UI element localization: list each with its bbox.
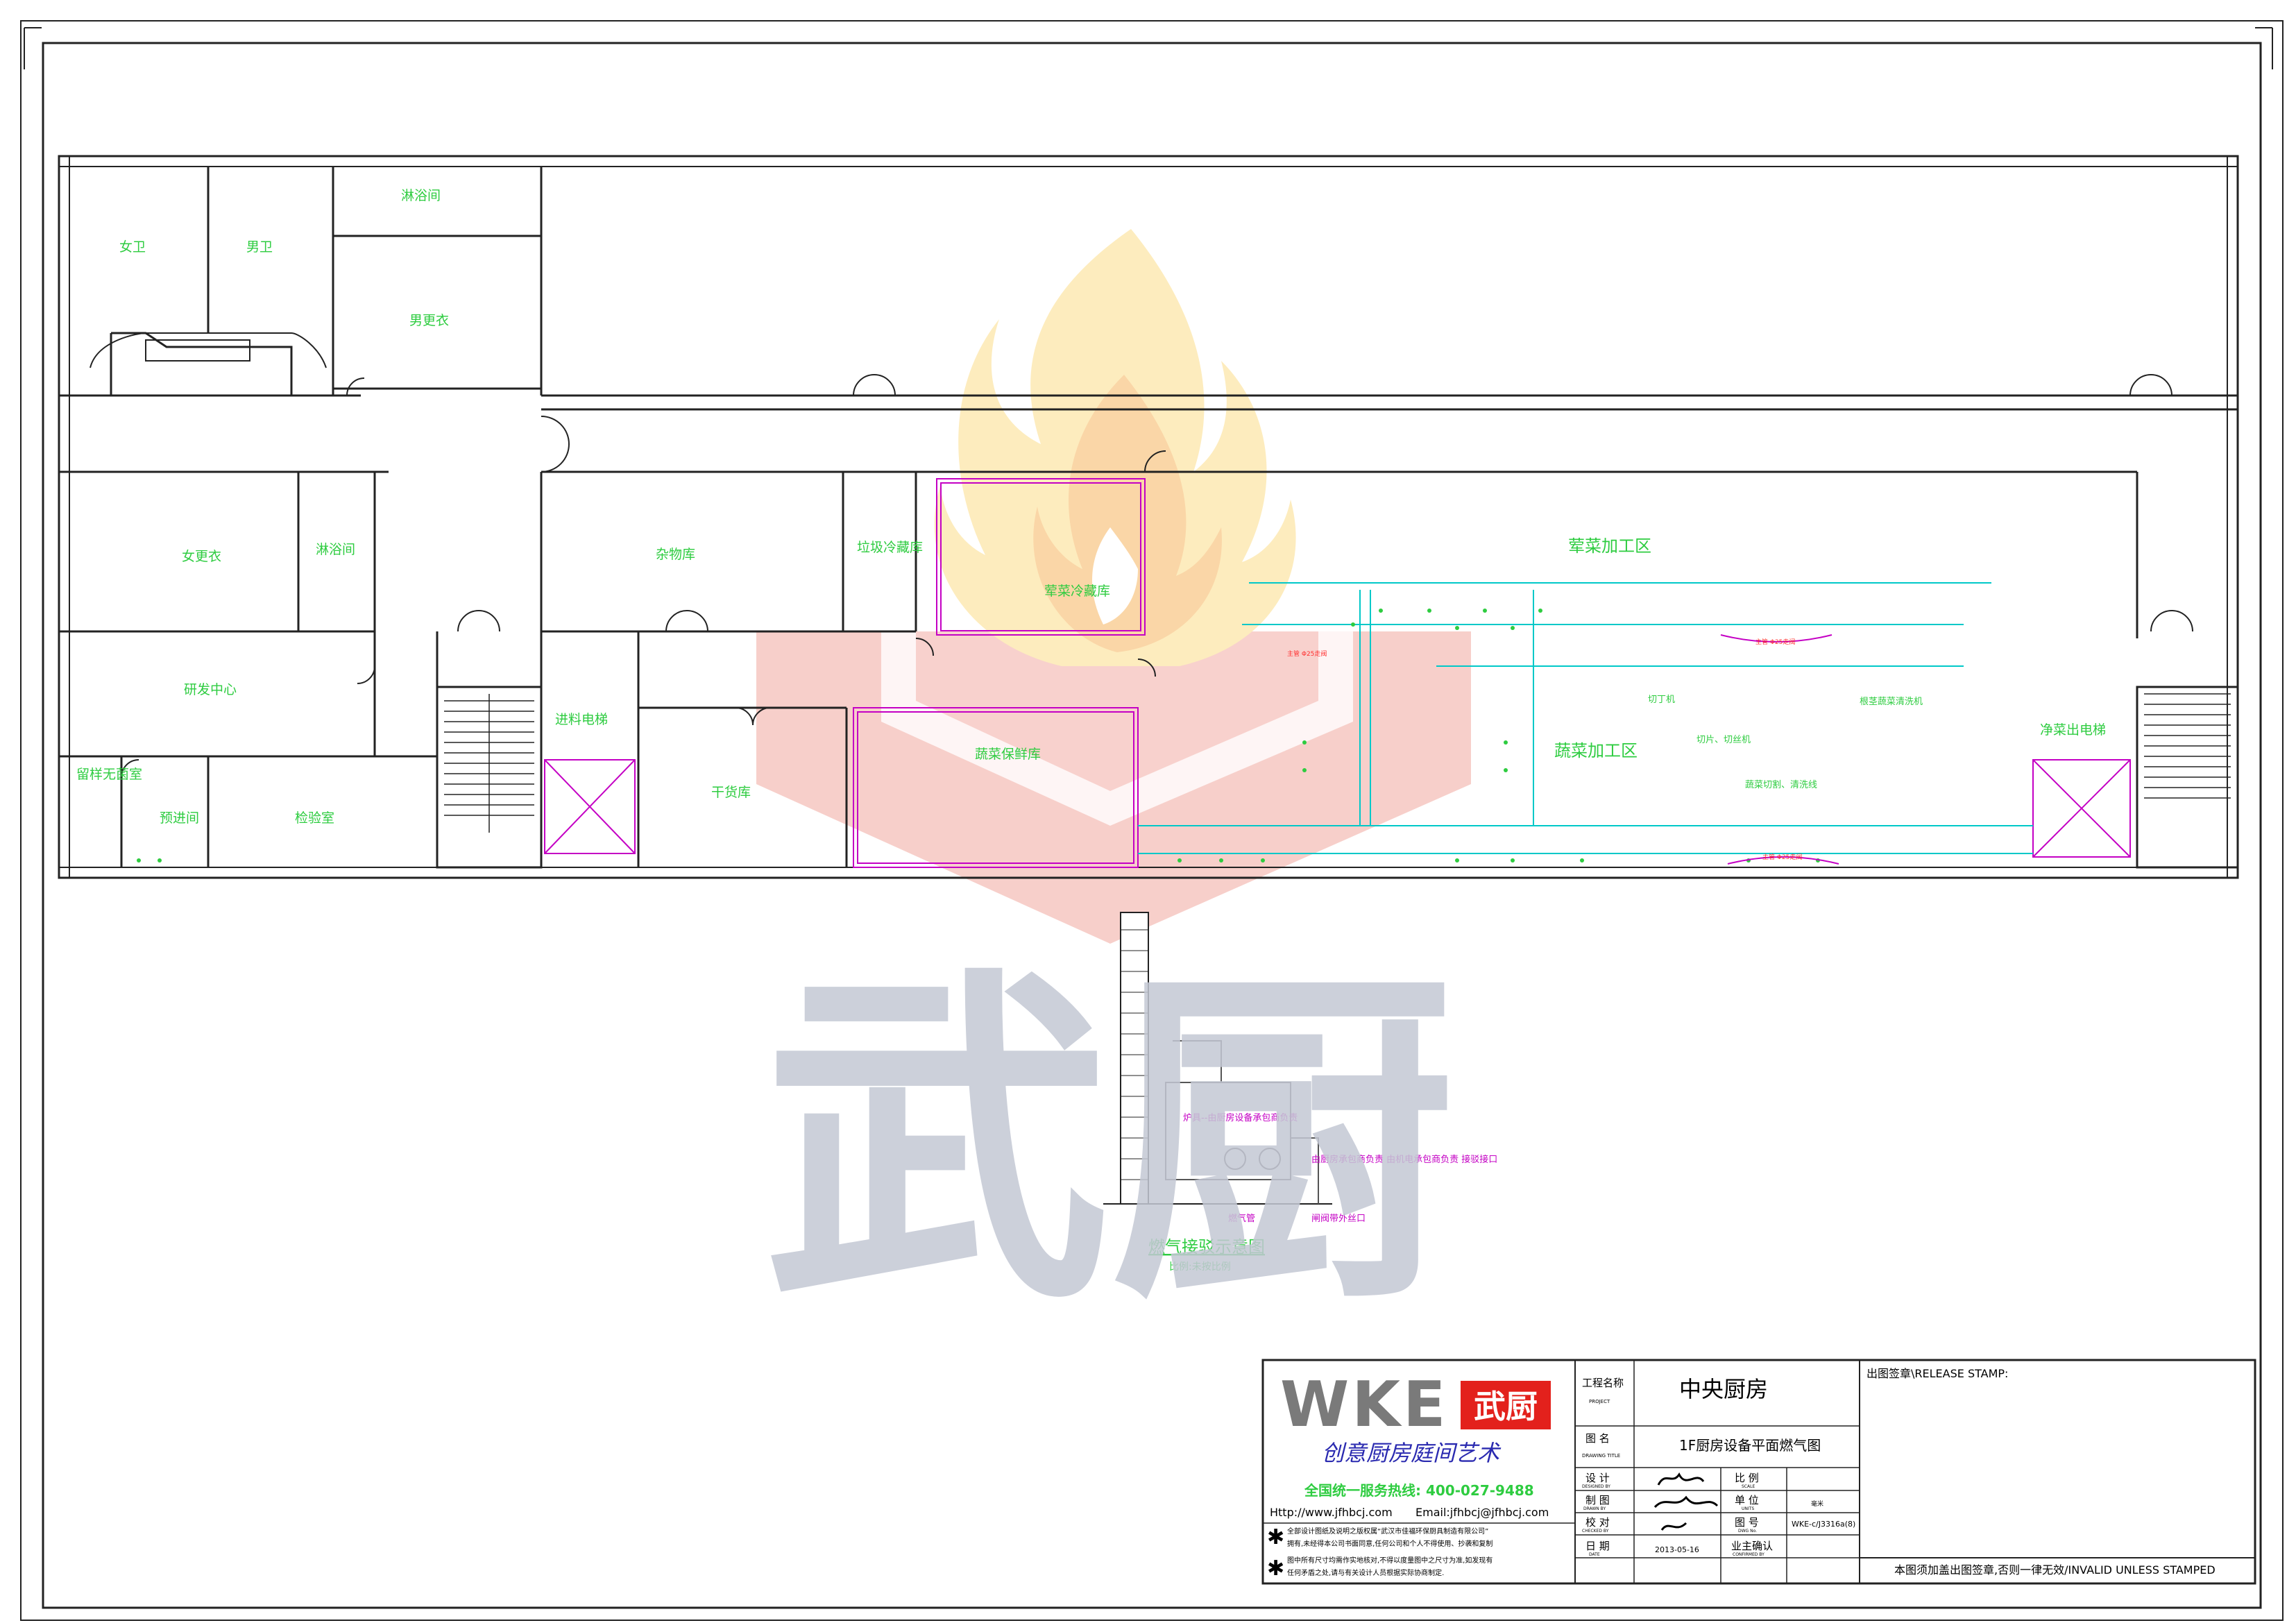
company-logo: WKE 武厨 创意厨房庭间艺术 全国统一服务热线: 400-027-9488 H…	[1267, 1368, 1551, 1581]
room-pre-entry: 预进间	[160, 810, 199, 826]
number-label: 图 号	[1735, 1516, 1759, 1529]
copyright-line-1: 全部设计图纸及说明之版权属“武汉市佳福环保厨具制造有限公司”	[1287, 1527, 1488, 1536]
room-shower-mid: 淋浴间	[316, 542, 355, 557]
sheet-outer-border	[20, 20, 2284, 1621]
hotline-text: 全国统一服务热线: 400-027-9488	[1304, 1482, 1534, 1499]
gas-connection-diagram: 炉具--由厨房设备承包商负责 由厨房承包商负责 由机电承包商负责 接驳接口 闸阀…	[1103, 912, 1497, 1273]
gas-note-gas: 燃气管	[1228, 1213, 1255, 1224]
unit-label: 单 位	[1735, 1494, 1759, 1506]
owner-label: 业主确认	[1731, 1540, 1773, 1552]
zone-meat: 荤菜加工区	[1568, 536, 1651, 556]
checker-signature	[1660, 1522, 1687, 1531]
logo-badge-text: 武厨	[1474, 1388, 1538, 1425]
room-garbage-cold: 垃圾冷藏库	[857, 540, 923, 555]
room-veg-fresh: 蔬菜保鲜库	[975, 747, 1041, 762]
zone-veg: 蔬菜加工区	[1554, 741, 1638, 760]
logo-wke-text: WKE	[1280, 1368, 1449, 1441]
equip-dicer: 切丁机	[1648, 695, 1675, 705]
scale-en: SCALE	[1742, 1484, 1755, 1489]
gas-note-pipe: 由厨房承包商负责 由机电承包商负责 接驳接口	[1311, 1154, 1497, 1165]
drawn-label: 制 图	[1585, 1494, 1610, 1506]
logo-badge-bg	[1461, 1381, 1551, 1429]
room-women-changing: 女更衣	[182, 549, 221, 564]
equipment-labels: 切丁机 切片、切丝机 根茎蔬菜清洗机 蔬菜切割、清洗线 主管 Φ25走阀 主管 …	[1287, 638, 1923, 861]
gas-note-valve: 闸阀带外丝口	[1311, 1214, 1366, 1224]
date-en: DATE	[1589, 1552, 1600, 1557]
designed-en: DESIGNED BY	[1582, 1484, 1610, 1489]
cold-rooms	[544, 478, 2131, 868]
date-label: 日 期	[1585, 1540, 1610, 1552]
project-name: 中央厨房	[1679, 1376, 1768, 1402]
watermark-logo	[756, 229, 1471, 944]
room-meat-cold: 荤菜冷藏库	[1044, 584, 1110, 599]
project-label-en: PROJECT	[1589, 1399, 1610, 1404]
checked-label: 校 对	[1585, 1516, 1610, 1529]
equip-slicer: 切片、切丝机	[1697, 735, 1751, 745]
copyright-line-4: 任何矛盾之处,请与有关设计人员根据实际协商制定.	[1287, 1568, 1444, 1577]
room-receiving-elevator: 进料电梯	[555, 712, 608, 727]
room-women-wc: 女卫	[119, 239, 146, 255]
gas-main-arcs	[1720, 634, 1839, 865]
equip-leaf-washer: 蔬菜切割、清洗线	[1745, 779, 1817, 790]
room-men-changing: 男更衣	[409, 313, 449, 328]
pipe-label-a: 主管 Φ25走阀	[1287, 649, 1327, 658]
owner-en: CONFIRMED BY	[1733, 1552, 1764, 1557]
number-value: WKE-c/J3316a(8)	[1792, 1520, 1855, 1529]
designed-label: 设 计	[1585, 1472, 1610, 1484]
svg-text:✱: ✱	[1267, 1525, 1284, 1549]
drawn-en: DRAWN BY	[1583, 1506, 1606, 1511]
date-value: 2013-05-16	[1655, 1545, 1699, 1554]
watermark-brand-text: 武厨	[763, 941, 1457, 1345]
room-dry-goods: 干货库	[711, 785, 751, 800]
room-storage: 杂物库	[656, 547, 695, 562]
invalid-note: 本图须加盖出图签章,否则一律无效/INVALID UNLESS STAMPED	[1894, 1563, 2216, 1577]
room-sample: 留样无菌室	[76, 767, 142, 782]
copyright-line-2: 拥有,未经得本公司书面同意,任何公司和个人不得使用、抄袭和复制	[1287, 1539, 1493, 1548]
room-clean-elevator: 净菜出电梯	[2040, 722, 2106, 738]
drawing-name: 1F厨房设备平面燃气图	[1679, 1437, 1821, 1454]
title-block	[1261, 1359, 2256, 1585]
gas-diagram-scale: 比例:未按比例	[1169, 1261, 1231, 1273]
gas-diagram-title: 燃气接驳示意图	[1148, 1237, 1265, 1257]
corner-marks	[24, 27, 2273, 69]
email-text: Email:jfhbcj@jfhbcj.com	[1415, 1506, 1549, 1519]
release-stamp-label: 出图签章\RELEASE STAMP:	[1866, 1367, 2008, 1380]
checked-en: CHECKED BY	[1582, 1529, 1609, 1533]
room-inspection: 检验室	[295, 810, 334, 826]
title-block-fields: 工程名称 PROJECT 中央厨房 图 名 DRAWING TITLE 1F厨房…	[1582, 1367, 2216, 1577]
drafter-signature	[1653, 1495, 1719, 1509]
gas-pipe-network	[1138, 582, 2033, 854]
scale-label: 比 例	[1735, 1472, 1759, 1484]
unit-value: 毫米	[1811, 1499, 1823, 1508]
gas-valves	[137, 609, 1820, 863]
equip-root-washer: 根茎蔬菜清洗机	[1860, 697, 1923, 707]
drawing-label: 图 名	[1585, 1432, 1610, 1445]
designer-signature	[1657, 1472, 1705, 1486]
logo-slogan: 创意厨房庭间艺术	[1322, 1440, 1502, 1466]
svg-text:✱: ✱	[1267, 1556, 1284, 1581]
unit-en: UNITS	[1742, 1506, 1754, 1511]
copyright-line-3: 图中所有尺寸均需作实地核对,不得以度量图中之尺寸为准,如发现有	[1287, 1556, 1493, 1565]
project-label: 工程名称	[1582, 1377, 1624, 1389]
room-men-wc: 男卫	[246, 239, 273, 255]
number-en: DWG No.	[1738, 1529, 1757, 1533]
gas-note-stove: 炉具--由厨房设备承包商负责	[1183, 1112, 1298, 1123]
pipe-label-c: 主管 Φ25走阀	[1762, 853, 1802, 861]
room-rnd-center: 研发中心	[184, 682, 237, 697]
room-labels: 女卫 男卫 淋浴间 男更衣 女更衣 淋浴间 研发中心 留样无菌室 预进间 检验室…	[76, 188, 2106, 826]
floor-plan	[58, 155, 2239, 879]
watermark-flame-inner	[1033, 375, 1222, 652]
sheet-inner-border	[42, 42, 2262, 1609]
room-shower-top: 淋浴间	[401, 188, 441, 203]
building-outline	[58, 155, 2239, 879]
website-text: Http://www.jfhbcj.com	[1270, 1506, 1393, 1519]
pipe-label-b: 主管 Φ25走阀	[1755, 638, 1795, 646]
drawing-label-en: DRAWING TITLE	[1582, 1453, 1620, 1459]
